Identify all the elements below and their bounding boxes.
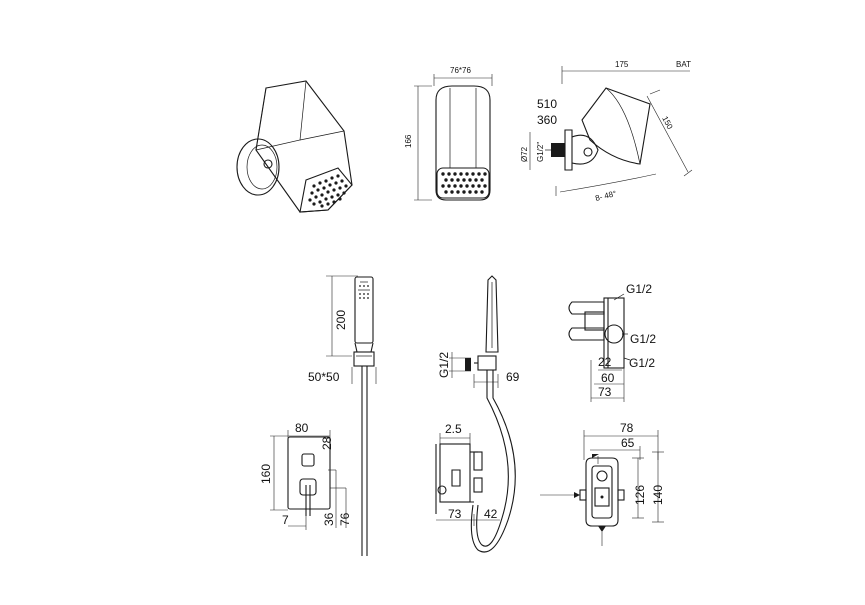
plate-7-label: 7 bbox=[282, 513, 289, 527]
valve-thread-top-label: G1/2 bbox=[626, 282, 652, 296]
flange-diameter-label: Ø72 bbox=[520, 146, 529, 162]
body-25-label: 2.5 bbox=[445, 422, 462, 436]
head-width-label: 76*76 bbox=[450, 66, 471, 75]
hand-base-label: 50*50 bbox=[308, 370, 340, 384]
valve-thread-bottom-label: G1/2 bbox=[629, 356, 655, 370]
valve-side-view: G1/2 G1/2 G1/2 22 60 73 bbox=[568, 282, 656, 402]
box-65-label: 65 bbox=[621, 436, 635, 450]
wall-plate-view: 80 28 160 7 36 76 bbox=[259, 421, 352, 530]
valve-60-label: 60 bbox=[601, 371, 615, 385]
plate-80-label: 80 bbox=[295, 421, 309, 435]
hand-nozzles bbox=[359, 285, 369, 299]
hand-height-label: 200 bbox=[334, 310, 348, 330]
plate-28-label: 28 bbox=[320, 436, 334, 450]
arm-length-label: 175 bbox=[615, 60, 629, 69]
bat-label: BAT bbox=[676, 60, 691, 69]
inlet-thread-label: G1/2" bbox=[536, 142, 545, 162]
holder-69-label: 69 bbox=[506, 370, 520, 384]
plate-36-label: 36 bbox=[322, 512, 336, 526]
arm-510-label: 510 bbox=[537, 97, 557, 111]
arm-360-label: 360 bbox=[537, 113, 557, 127]
shower-head-front-view: 76*76 166 bbox=[404, 66, 493, 201]
holder-thread-label: G1/2 bbox=[437, 352, 451, 378]
mounting-box-front-view: 78 65 126 140 bbox=[540, 421, 665, 546]
valve-22-label: 22 bbox=[598, 355, 612, 369]
box-140-label: 140 bbox=[651, 485, 665, 505]
shower-head-perspective-view bbox=[236, 80, 353, 213]
shower-head-nozzles bbox=[308, 174, 348, 208]
body-73-label: 73 bbox=[448, 507, 462, 521]
head-height-label: 166 bbox=[404, 134, 413, 148]
shower-arm-side-view: 175 BAT 510 360 Ø72 G1/2" 150 8- 48° bbox=[520, 60, 693, 203]
plate-160-label: 160 bbox=[259, 464, 273, 484]
front-nozzles bbox=[441, 172, 487, 194]
plate-76-label: 76 bbox=[338, 512, 352, 526]
shower-holder-view: G1/2 69 bbox=[437, 275, 520, 553]
tilt-angle-label: 8- 48° bbox=[594, 189, 617, 203]
valve-thread-mid-label: G1/2 bbox=[630, 332, 656, 346]
box-126-label: 126 bbox=[633, 485, 647, 505]
valve-body-installed-view: 2.5 73 42 bbox=[435, 422, 500, 526]
valve-73-label: 73 bbox=[598, 385, 612, 399]
box-78-label: 78 bbox=[620, 421, 634, 435]
arm-150-label: 150 bbox=[660, 115, 674, 131]
hand-shower-view: 200 50*50 bbox=[308, 275, 377, 556]
body-42-label: 42 bbox=[484, 507, 498, 521]
